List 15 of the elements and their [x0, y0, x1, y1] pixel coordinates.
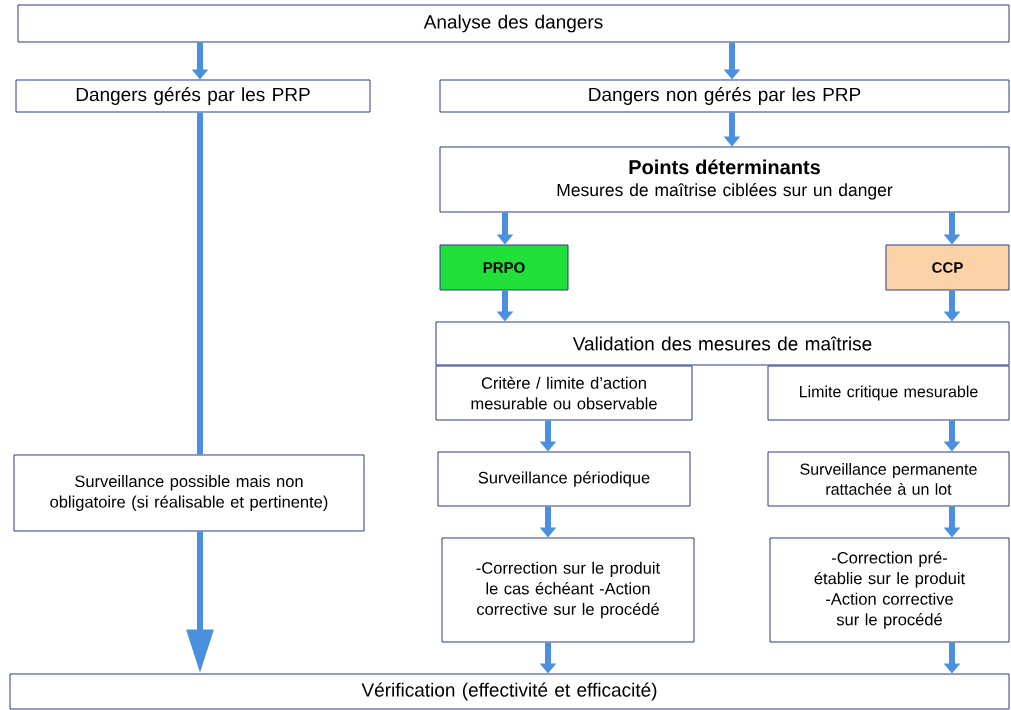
- process-box: Critère / limite d’action mesurable ou observable: [435, 365, 693, 421]
- process-box: Analyse des dangers: [17, 4, 1010, 43]
- process-box: Limite critique mesurable: [767, 365, 1010, 421]
- process-box: -Correction pré-établie sur le produit -Action corrective sur le procédé: [769, 537, 1010, 643]
- process-box: -Correction sur le produit le cas échéant -Action corrective sur le procédé: [441, 537, 695, 643]
- process-box: Dangers non gérés par les PRP: [439, 79, 1010, 113]
- process-box: Points déterminants Mesures de maîtrise ciblées sur un danger: [439, 146, 1010, 213]
- process-box: PRPO: [439, 244, 569, 291]
- process-box: Vérification (effectivité et efficacité): [9, 673, 1010, 710]
- process-box: Validation des mesures de maîtrise: [435, 321, 1010, 366]
- process-box: Surveillance périodique: [437, 451, 691, 507]
- process-box: Surveillance possible mais non obligatoire (si réalisable et pertinente): [13, 454, 365, 532]
- process-box: Dangers gérés par les PRP: [15, 79, 371, 113]
- process-box: CCP: [885, 244, 1010, 291]
- process-box: Surveillance permanente rattachée à un lot: [767, 451, 1010, 507]
